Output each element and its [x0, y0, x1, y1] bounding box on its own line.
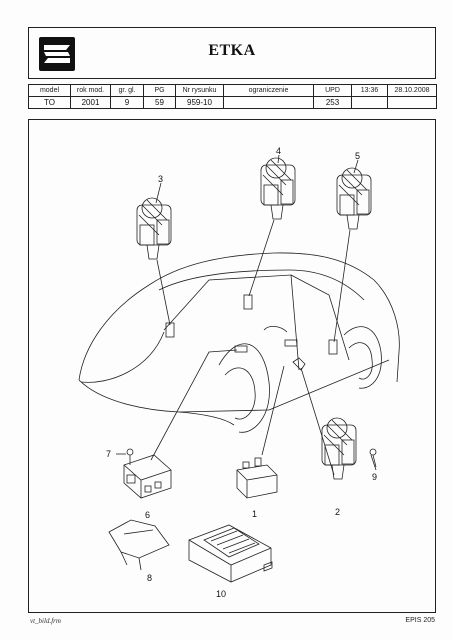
val-gr-gl: 9: [110, 96, 144, 109]
mount-point-front-door: [243, 294, 253, 310]
motor-assembly-2: [321, 417, 357, 480]
callout-3: 3: [158, 174, 163, 184]
seat-logo: [39, 37, 75, 71]
mount-point-front-left: [165, 322, 175, 338]
control-unit-6: [123, 454, 172, 499]
col-nr-rysunku: Nr rysunku: [175, 84, 224, 97]
control-module-10: [188, 524, 273, 583]
col-upd: UPD: [313, 84, 352, 97]
callout-4: 4: [276, 146, 281, 156]
screw-7: [126, 448, 134, 465]
mount-point-mirror: [234, 345, 248, 353]
col-gr-gl: gr. gl.: [110, 84, 144, 97]
val-nr-rysunku: 959-10: [175, 96, 224, 109]
motor-assembly-4: [260, 157, 296, 220]
callout-8: 8: [147, 573, 152, 583]
time-cell: 13:36: [351, 84, 388, 97]
footer-filename: vt_bild.frm: [30, 617, 61, 625]
col-ograniczenie: ograniczenie: [223, 84, 314, 97]
val-upd: 253: [313, 96, 352, 109]
parts-diagram: 1 2 3 4 5 6 7 8 9 10: [28, 119, 436, 613]
screw-9: [369, 448, 377, 468]
val-rok-mod: 2001: [70, 96, 111, 109]
callout-7: 7: [106, 449, 111, 459]
footer-epis: EPIS 205: [405, 617, 435, 624]
mount-point-switch: [292, 357, 306, 371]
mount-point-handle: [284, 339, 298, 347]
motor-assembly-3: [136, 197, 172, 260]
val-pg: 59: [143, 96, 176, 109]
meta-table: model rok mod. gr. gl. PG Nr rysunku ogr…: [28, 84, 437, 109]
car-outline: [78, 252, 400, 433]
callout-10: 10: [216, 589, 226, 599]
mount-point-rear-door: [328, 339, 338, 355]
col-pg: PG: [143, 84, 176, 97]
date-cell: 28.10.2008: [387, 84, 437, 97]
val-empty-2: [387, 96, 437, 109]
val-empty-1: [351, 96, 388, 109]
val-model: TO: [28, 96, 71, 109]
col-rok-mod: rok mod.: [70, 84, 111, 97]
callout-5: 5: [355, 151, 360, 161]
page-title: ETKA: [208, 42, 256, 59]
callout-9: 9: [372, 472, 377, 482]
leader-lines: [116, 154, 377, 476]
switch-1: [236, 457, 278, 499]
col-model: model: [28, 84, 71, 97]
val-ograniczenie: [223, 96, 314, 109]
callout-6: 6: [145, 510, 150, 520]
callout-2: 2: [335, 507, 340, 517]
callout-1: 1: [252, 509, 257, 519]
header-box: ETKA: [28, 27, 436, 79]
motor-assembly-5: [336, 167, 372, 230]
bracket-8: [108, 519, 170, 571]
